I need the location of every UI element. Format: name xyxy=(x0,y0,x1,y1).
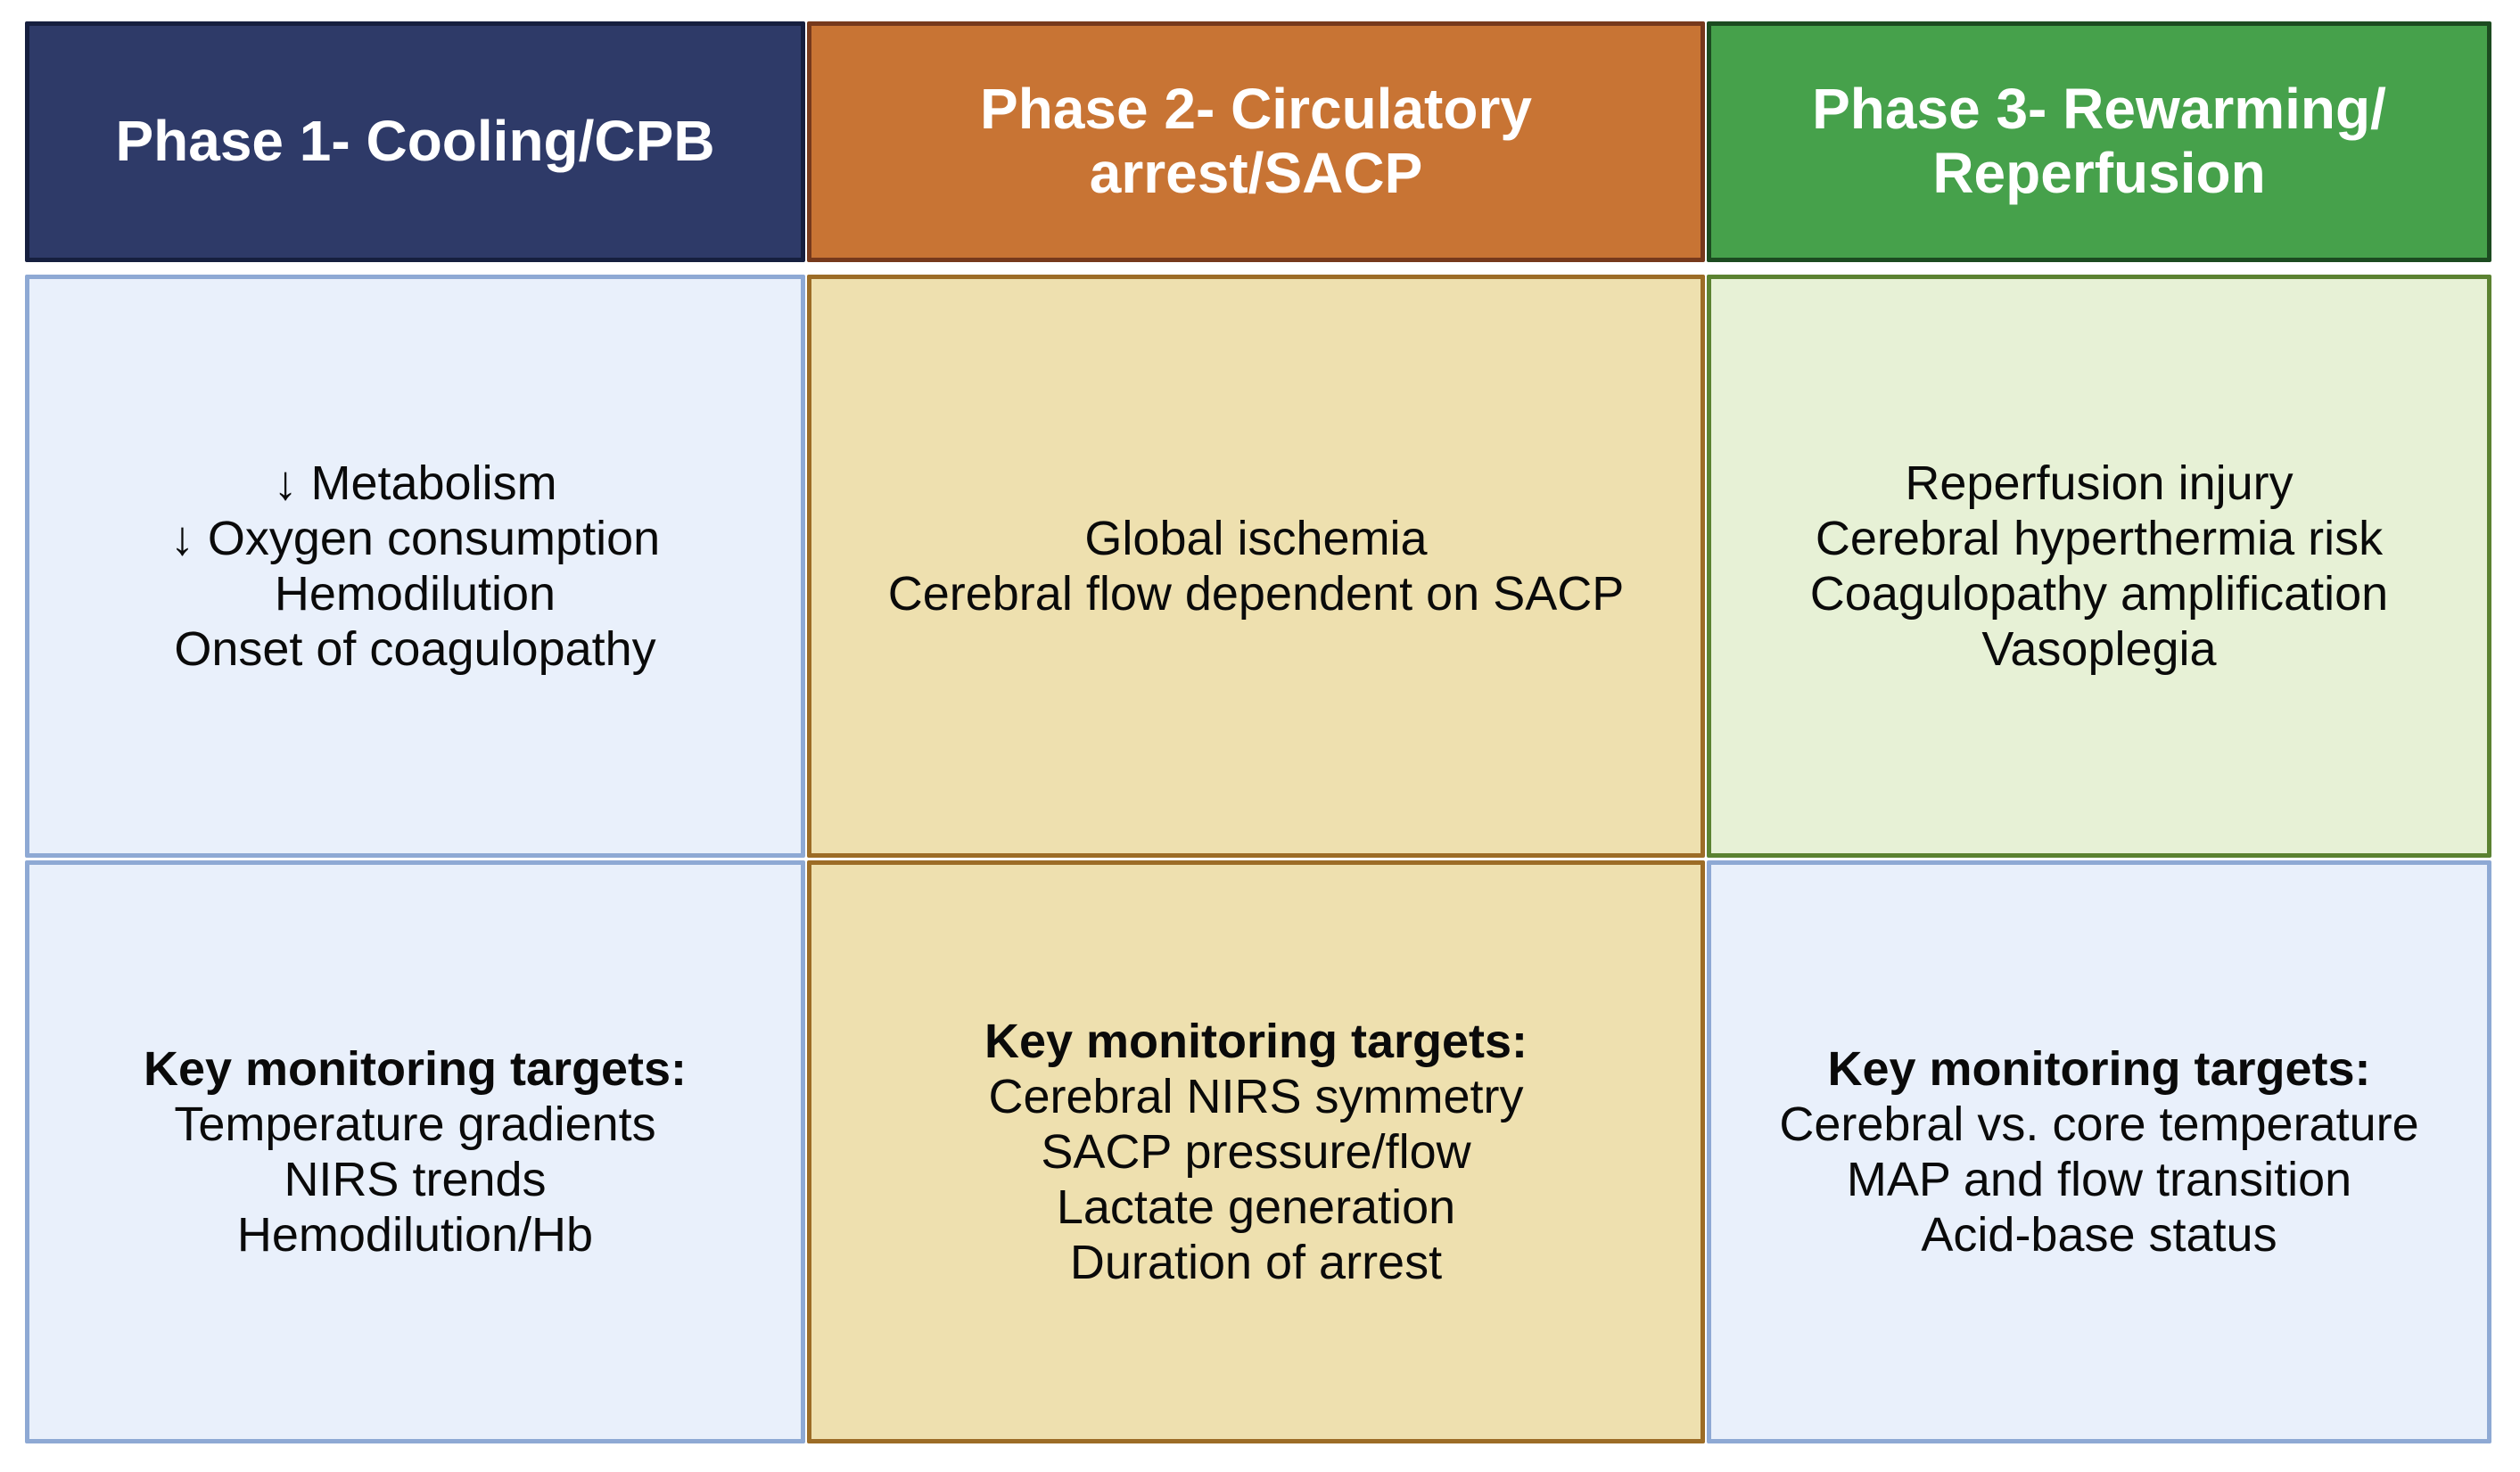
header-line: Phase 2- Circulatory xyxy=(980,77,1532,142)
phase-2-header: Phase 2- Circulatory arrest/SACP xyxy=(807,21,1705,262)
phase-3-characteristics-cell: Reperfusion injury Cerebral hyperthermia… xyxy=(1707,275,2491,858)
monitoring-heading: Key monitoring targets: xyxy=(143,1041,688,1096)
header-line: Phase 3- Rewarming/ xyxy=(1812,77,2386,142)
phase-2-monitoring-cell: Key monitoring targets: Cerebral NIRS sy… xyxy=(807,860,1705,1443)
text-line: Temperature gradients xyxy=(174,1097,656,1151)
text-line: Acid-base status xyxy=(1921,1208,2277,1262)
phase-1-monitoring-cell: Key monitoring targets: Temperature grad… xyxy=(25,860,805,1443)
text-line: Duration of arrest xyxy=(1069,1236,1443,1290)
header-line: Reperfusion xyxy=(1932,141,2266,205)
text-line: ↓ Oxygen consumption xyxy=(169,511,661,565)
text-line: Global ischemia xyxy=(1084,511,1428,565)
text-line: Hemodilution/Hb xyxy=(236,1208,594,1262)
text-line: Onset of coagulopathy xyxy=(174,622,656,677)
text-line: ↓ Metabolism xyxy=(273,456,557,510)
text-line: NIRS trends xyxy=(284,1153,547,1206)
text-line: Cerebral NIRS symmetry xyxy=(988,1069,1524,1123)
monitoring-heading: Key monitoring targets: xyxy=(984,1014,1528,1068)
text-line: MAP and flow transition xyxy=(1846,1153,2352,1206)
text-line: Coagulopathy amplification xyxy=(1809,567,2389,621)
text-line: Lactate generation xyxy=(1056,1180,1456,1235)
text-line: Cerebral vs. core temperature xyxy=(1779,1097,2419,1151)
text-line: Cerebral flow dependent on SACP xyxy=(887,567,1625,621)
phase-1-header: Phase 1- Cooling/CPB xyxy=(25,21,805,262)
phase-comparison-table: Phase 1- Cooling/CPB Phase 2- Circulator… xyxy=(25,21,2491,1443)
header-line: arrest/SACP xyxy=(1089,141,1423,205)
text-line: SACP pressure/flow xyxy=(1041,1124,1471,1179)
text-line: Reperfusion injury xyxy=(1905,456,2294,510)
header-line: Phase 1- Cooling/CPB xyxy=(115,109,715,174)
phase-3-header: Phase 3- Rewarming/ Reperfusion xyxy=(1707,21,2491,262)
text-line: Vasoplegia xyxy=(1981,622,2217,677)
phase-3-monitoring-cell: Key monitoring targets: Cerebral vs. cor… xyxy=(1707,860,2491,1443)
monitoring-heading: Key monitoring targets: xyxy=(1827,1041,2371,1096)
phase-2-characteristics-cell: Global ischemia Cerebral flow dependent … xyxy=(807,275,1705,858)
text-line: Hemodilution xyxy=(274,567,556,621)
text-line: Cerebral hyperthermia risk xyxy=(1815,511,2384,565)
phase-1-characteristics-cell: ↓ Metabolism ↓ Oxygen consumption Hemodi… xyxy=(25,275,805,858)
